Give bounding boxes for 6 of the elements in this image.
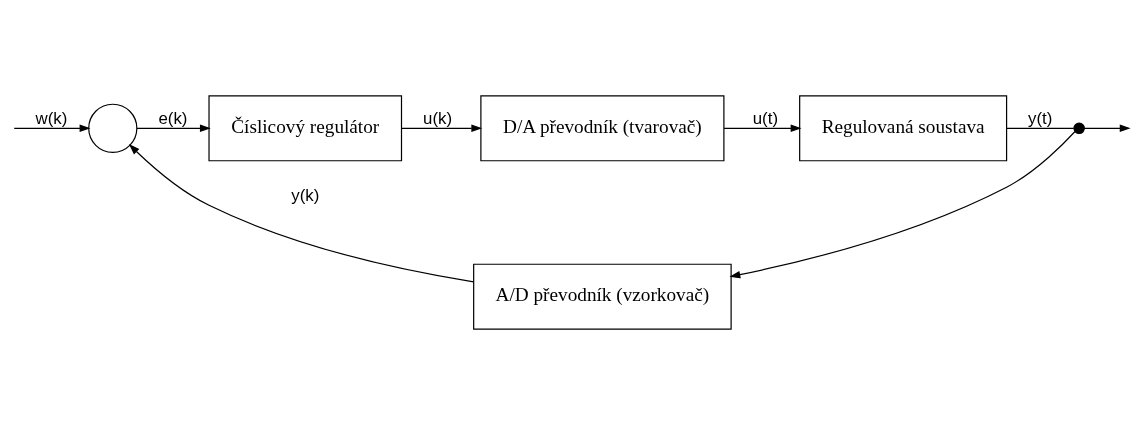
- edge-label: y(k): [291, 185, 320, 205]
- edge-label: u(k): [423, 108, 453, 128]
- edge-label: y(t): [1028, 108, 1053, 128]
- edge-label: w(k): [35, 108, 68, 128]
- edge-label: u(t): [752, 108, 779, 128]
- edge-label: e(k): [158, 108, 188, 128]
